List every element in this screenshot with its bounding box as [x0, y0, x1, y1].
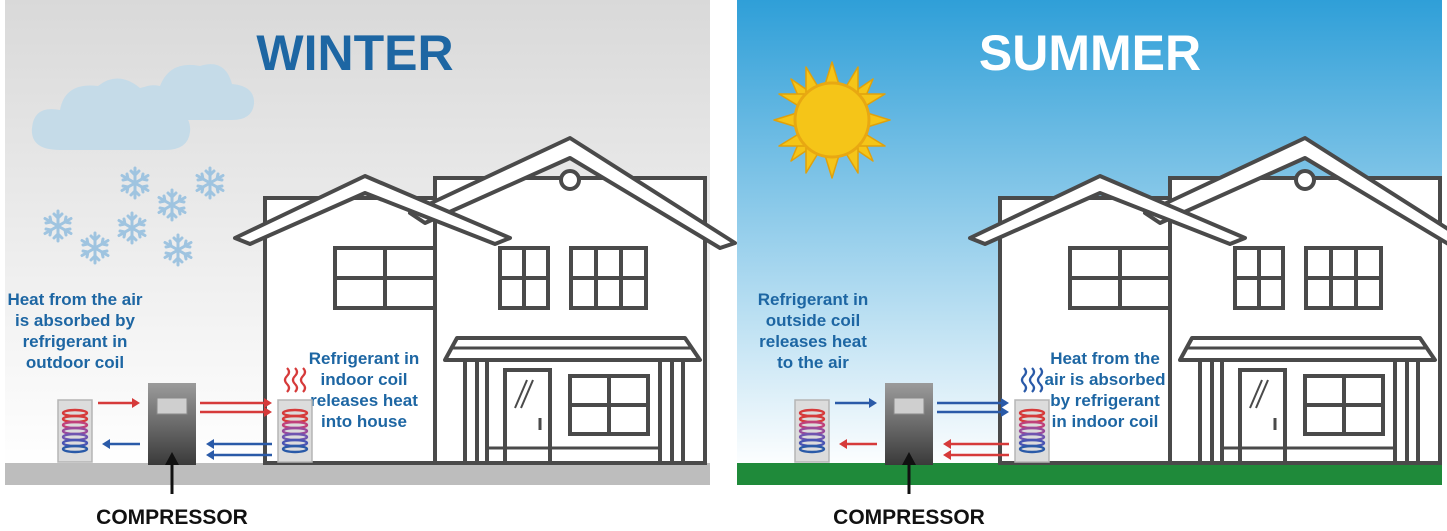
compressor-pointer: [165, 452, 179, 494]
summer-title: SUMMER: [979, 25, 1201, 81]
svg-text:refrigerant in: refrigerant in: [23, 332, 128, 351]
summer-compressor-label: COMPRESSOR: [833, 506, 985, 529]
winter-ground: [5, 463, 710, 485]
sun-icon: [773, 61, 891, 179]
svg-text:Heat from the air: Heat from the air: [7, 290, 142, 309]
winter-flow-arrows: [98, 398, 272, 460]
summer-flow-arrows: [835, 398, 1009, 460]
winter-title: WINTER: [256, 25, 453, 81]
svg-text:into house: into house: [321, 412, 407, 431]
svg-text:air is absorbed: air is absorbed: [1045, 370, 1166, 389]
svg-text:outside coil: outside coil: [766, 311, 860, 330]
compressor-pointer: [902, 452, 916, 494]
svg-text:to the air: to the air: [777, 353, 849, 372]
heat-waves-icon: [283, 367, 307, 393]
winter-compressor-label: COMPRESSOR: [96, 506, 248, 529]
svg-text:Heat from the: Heat from the: [1050, 349, 1160, 368]
winter-indoor-caption: Refrigerant in indoor coil releases heat…: [309, 349, 420, 431]
svg-text:in indoor coil: in indoor coil: [1052, 412, 1159, 431]
svg-text:releases heat: releases heat: [759, 332, 867, 351]
outdoor-coil-icon: [56, 398, 94, 464]
summer-panel: SUMMER: [737, 0, 1447, 529]
svg-text:outdoor coil: outdoor coil: [26, 353, 124, 372]
indoor-coil-icon: [1013, 398, 1051, 464]
compressor-icon: [885, 383, 933, 465]
winter-panel: WINTER Heat from the air is absorbed by …: [5, 0, 737, 529]
svg-text:indoor coil: indoor coil: [321, 370, 408, 389]
svg-text:releases heat: releases heat: [310, 391, 418, 410]
summer-indoor-caption: Heat from the air is absorbed by refrige…: [1045, 349, 1166, 431]
indoor-coil-icon: [276, 398, 314, 464]
svg-text:is absorbed by: is absorbed by: [15, 311, 136, 330]
compressor-icon: [148, 383, 196, 465]
svg-text:Refrigerant in: Refrigerant in: [758, 290, 869, 309]
cloud-icon: [31, 64, 255, 150]
heat-waves-icon: [1020, 367, 1044, 393]
outdoor-coil-icon: [793, 398, 831, 464]
svg-text:Refrigerant in: Refrigerant in: [309, 349, 420, 368]
summer-ground: [737, 463, 1442, 485]
summer-outdoor-caption: Refrigerant in outside coil releases hea…: [758, 290, 869, 372]
svg-text:by refrigerant: by refrigerant: [1050, 391, 1160, 410]
winter-outdoor-caption: Heat from the air is absorbed by refrige…: [7, 290, 142, 372]
